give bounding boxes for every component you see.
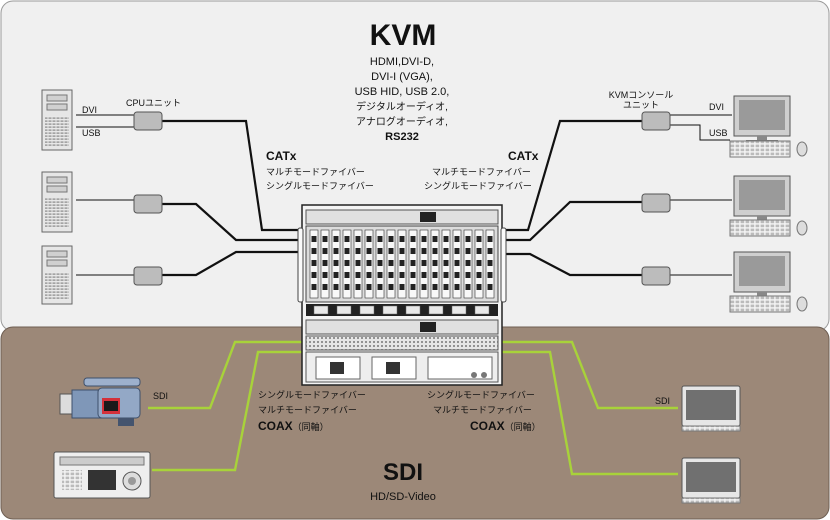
- io-card: [419, 229, 429, 299]
- console-workstation: [729, 175, 808, 237]
- cpu-unit-box: [133, 111, 163, 131]
- sdi-input-label: SDI: [153, 391, 169, 401]
- io-card: [364, 229, 374, 299]
- left-multimode-label: マルチモードファイバー: [266, 167, 365, 177]
- io-card: [309, 229, 319, 299]
- kvm-cables: [76, 114, 732, 277]
- fan-slot: [451, 305, 467, 315]
- sdi-left-multimode-label: マルチモードファイバー: [258, 405, 357, 415]
- sdi-output-label: SDI: [655, 396, 671, 406]
- left-usb-label: USB: [82, 128, 101, 138]
- io-card: [397, 229, 407, 299]
- cpu-unit-box: [133, 266, 163, 286]
- sdi-monitor-icon: [681, 385, 741, 432]
- console-unit-box: [641, 111, 671, 131]
- camera-icon: [59, 377, 141, 426]
- fan-slot: [428, 305, 444, 315]
- sdi-left-coax-label: COAX（同軸）: [258, 420, 329, 434]
- sdi-right-singlemode-label: シングルモードファイバー: [427, 390, 535, 400]
- right-usb-label: USB: [709, 128, 728, 138]
- io-card: [353, 229, 363, 299]
- sdi-right-coax-label: COAX（同軸）: [470, 420, 541, 434]
- pc-tower: [41, 245, 73, 305]
- io-card: [375, 229, 385, 299]
- io-card: [430, 229, 440, 299]
- console-unit-label: KVMコンソール: [608, 90, 674, 100]
- kvm-title: KVM: [369, 19, 437, 52]
- io-card: [342, 229, 352, 299]
- fan-slot: [382, 305, 398, 315]
- right-catx-label: CATx: [508, 149, 539, 163]
- kvm-signal: DVI-I (VGA),: [371, 71, 433, 83]
- sdi-right-multimode-label: マルチモードファイバー: [433, 405, 532, 415]
- coax-note: （同軸）: [292, 422, 329, 432]
- console-workstation: [729, 251, 808, 313]
- console-unit-label: ユニット: [622, 100, 659, 110]
- pc-tower: [41, 89, 73, 151]
- io-card: [474, 229, 484, 299]
- fan-slot: [313, 305, 329, 315]
- console-workstation: [729, 95, 808, 158]
- sdi-subtitle: HD/SD-Video: [370, 491, 436, 503]
- fan-slot: [405, 305, 421, 315]
- matrix-switch-chassis: [297, 204, 507, 386]
- io-card-slots: [309, 229, 495, 299]
- left-dvi-label: DVI: [82, 105, 98, 115]
- left-singlemode-label: シングルモードファイバー: [266, 181, 374, 191]
- console-unit-box: [641, 193, 671, 213]
- console-unit-box: [641, 266, 671, 286]
- coax-note: （同軸）: [504, 422, 541, 432]
- io-card: [320, 229, 330, 299]
- kvm-signal-list: HDMI,DVI-D, DVI-I (VGA), USB HID, USB 2.…: [322, 55, 482, 145]
- sdi-left-singlemode-label: シングルモードファイバー: [258, 390, 366, 400]
- io-card: [408, 229, 418, 299]
- io-card: [441, 229, 451, 299]
- kvm-signal: USB HID, USB 2.0,: [354, 86, 450, 98]
- coax-text: COAX: [258, 419, 293, 433]
- kvm-signal: デジタルオーディオ,: [356, 102, 448, 113]
- sdi-cables: [148, 340, 678, 476]
- io-card: [386, 229, 396, 299]
- cpu-unit-box: [133, 194, 163, 214]
- coax-text: COAX: [470, 419, 505, 433]
- kvm-signal: アナログオーディオ,: [356, 117, 448, 128]
- io-card: [485, 229, 495, 299]
- fan-slot: [474, 305, 490, 315]
- pc-tower: [41, 171, 73, 233]
- fan-slots: [313, 305, 490, 315]
- io-card: [463, 229, 473, 299]
- kvm-signal: RS232: [385, 131, 419, 143]
- fan-slot: [359, 305, 375, 315]
- io-card: [452, 229, 462, 299]
- fan-slot: [336, 305, 352, 315]
- sdi-title: SDI: [382, 459, 423, 486]
- sdi-monitor-icon: [681, 457, 741, 504]
- right-singlemode-label: シングルモードファイバー: [424, 181, 532, 191]
- cpu-unit-label: CPUユニット: [126, 98, 182, 108]
- kvm-signal: HDMI,DVI-D,: [369, 56, 435, 68]
- right-multimode-label: マルチモードファイバー: [432, 167, 531, 177]
- right-dvi-label: DVI: [709, 102, 725, 112]
- left-catx-label: CATx: [266, 149, 297, 163]
- io-card: [331, 229, 341, 299]
- recorder-deck-icon: [53, 451, 151, 499]
